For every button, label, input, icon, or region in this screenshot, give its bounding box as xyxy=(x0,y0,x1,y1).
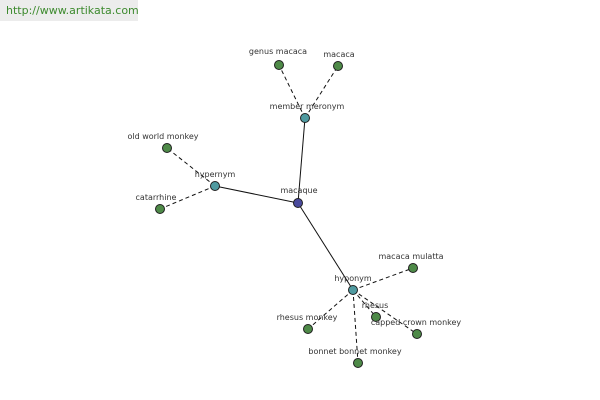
node-member-meronym[interactable] xyxy=(300,113,310,123)
label-hyponym: hyponym xyxy=(334,274,372,283)
node-rhesus-monkey[interactable] xyxy=(303,324,313,334)
source-link[interactable]: http://www.artikata.com xyxy=(6,4,139,17)
node-hyponym[interactable] xyxy=(348,285,358,295)
node-capped-crown-monkey[interactable] xyxy=(412,329,422,339)
label-rhesus: rhesus xyxy=(362,301,389,310)
node-old-world-monkey[interactable] xyxy=(162,143,172,153)
label-macaca-mulatta: macaca mulatta xyxy=(378,252,443,261)
edge-catarrhine xyxy=(159,185,216,210)
edge-genus-macaca xyxy=(278,64,306,119)
label-catarrhine: catarrhine xyxy=(136,193,177,202)
edge-hyponym xyxy=(297,202,354,291)
label-hypernym: hypernym xyxy=(195,170,236,179)
edge-macaca-mulatta xyxy=(352,267,414,291)
edge-member-meronym xyxy=(297,117,306,204)
edge-capped-crown-monkey xyxy=(352,289,418,335)
node-macaca-mulatta[interactable] xyxy=(408,263,418,273)
edge-hypernym xyxy=(214,185,299,204)
edge-rhesus xyxy=(352,289,377,318)
label-bonnet-bonnet-monkey: bonnet bonnet monkey xyxy=(308,347,401,356)
node-rhesus[interactable] xyxy=(371,312,381,322)
label-genus-macaca: genus macaca xyxy=(249,47,307,56)
node-macaque[interactable] xyxy=(293,198,303,208)
node-layer xyxy=(155,60,422,368)
label-macaca: macaca xyxy=(323,50,354,59)
edge-rhesus-monkey xyxy=(307,289,354,330)
label-rhesus-monkey: rhesus monkey xyxy=(277,313,338,322)
source-banner: http://www.artikata.com xyxy=(0,0,139,21)
label-macaque: macaque xyxy=(280,186,317,195)
label-old-world-monkey: old world monkey xyxy=(127,132,198,141)
node-bonnet-bonnet-monkey[interactable] xyxy=(353,358,363,368)
edge-bonnet-bonnet-monkey xyxy=(352,289,359,364)
node-catarrhine[interactable] xyxy=(155,204,165,214)
node-macaca[interactable] xyxy=(333,61,343,71)
label-capped-crown-monkey: capped crown monkey xyxy=(371,318,462,327)
node-genus-macaca[interactable] xyxy=(274,60,284,70)
edge-layer xyxy=(159,64,418,364)
label-layer: macaque member meronym hypernym hyponym genu… xyxy=(127,47,461,356)
label-member-meronym: member meronym xyxy=(270,102,345,111)
edge-macaca xyxy=(304,65,339,119)
node-hypernym[interactable] xyxy=(210,181,220,191)
edge-old-world-monkey xyxy=(166,147,216,187)
